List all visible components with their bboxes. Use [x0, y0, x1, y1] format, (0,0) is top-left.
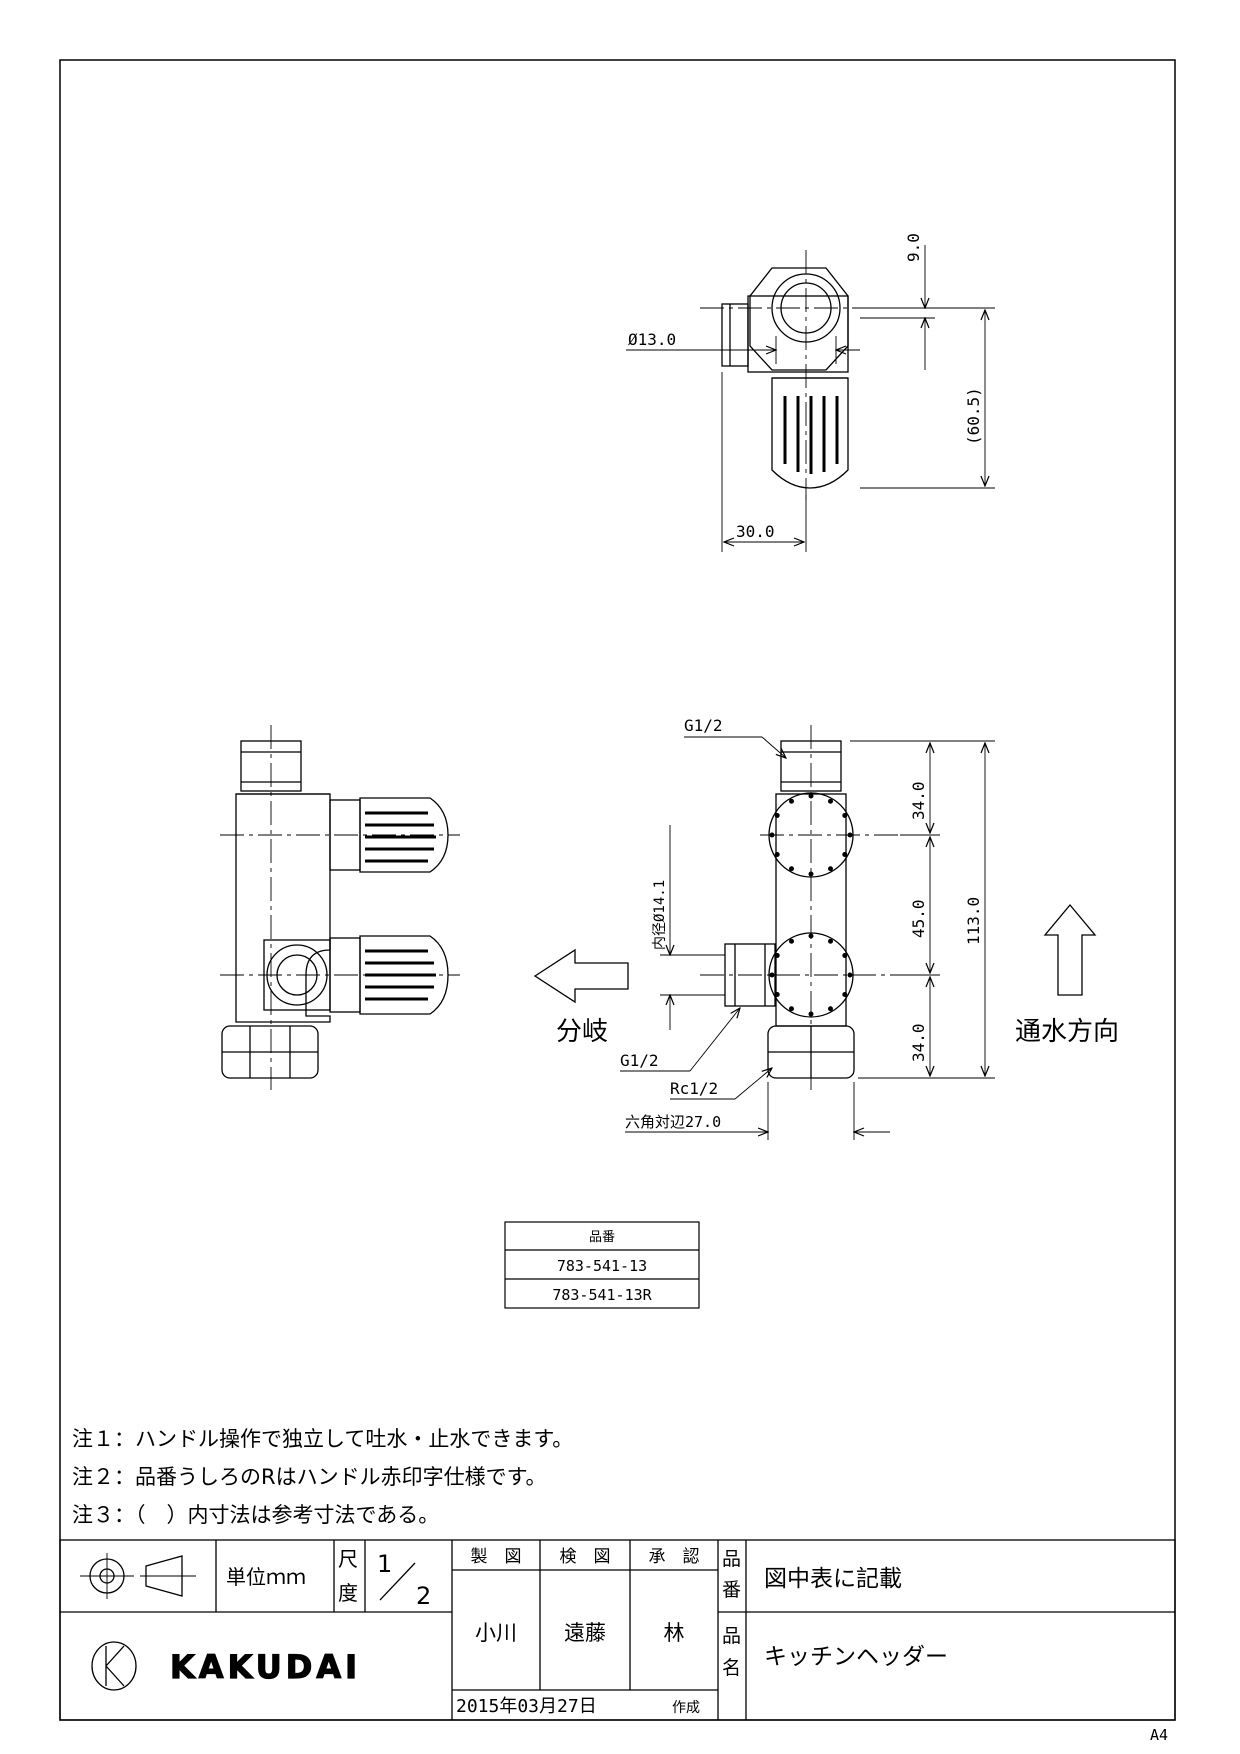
handle-dots-lower: [769, 933, 853, 1017]
created-date: 2015年03月27日: [456, 1696, 597, 1717]
approved-label: 承 認: [649, 1547, 700, 1567]
scale-denominator: 2: [416, 1582, 431, 1610]
part-number-label-2: 番: [722, 1579, 741, 1601]
handle-dot: [769, 832, 775, 838]
handle-dot: [828, 798, 833, 804]
handle-dot: [774, 852, 780, 857]
note-2: 注２：品番うしろのRはハンドル赤印字仕様です。: [72, 1465, 547, 1489]
thread-rc12: Rc1/2: [670, 1079, 718, 1098]
company-name: KAKUDAI: [170, 1648, 361, 1686]
dim-hex-27: 六角対辺27.0: [625, 1113, 721, 1131]
scale-label-1: 尺: [338, 1547, 358, 1571]
handle-dot: [847, 832, 853, 838]
note-3: 注３：（ ）内寸法は参考寸法である。: [72, 1503, 439, 1527]
handle-dot: [808, 871, 814, 877]
handle-dot: [842, 852, 848, 857]
flow-direction-arrow: [1043, 903, 1097, 996]
handle-dot: [842, 953, 848, 958]
handle-dot: [789, 866, 794, 872]
handle-dot: [808, 793, 814, 799]
handle-dot: [828, 866, 833, 872]
part-number-value: 図中表に記載: [764, 1566, 902, 1592]
handle-dot: [774, 953, 780, 958]
checked-by: 遠藤: [564, 1621, 606, 1645]
handle-dot: [774, 992, 780, 997]
part-number-table: [504, 1221, 700, 1309]
handle-dots-upper: [769, 793, 853, 877]
dim-34-top: 34.0: [909, 781, 928, 820]
scale-label-2: 度: [338, 1581, 358, 1605]
drawn-label: 製 図: [471, 1547, 522, 1567]
dim-45: 45.0: [909, 899, 928, 938]
product-name-label-1: 品: [722, 1625, 741, 1647]
part-table-row: 783-541-13R: [552, 1286, 652, 1304]
checked-label: 検 図: [560, 1547, 611, 1567]
handle-dot: [828, 1006, 833, 1012]
handle-dot: [774, 813, 780, 818]
handle-dot: [828, 938, 833, 944]
created-suffix: 作成: [672, 1700, 700, 1716]
handle-dot: [789, 1006, 794, 1012]
handle-dot: [842, 813, 848, 818]
handle-dot: [847, 972, 853, 978]
handle-dot: [808, 933, 814, 939]
product-name-value: キッチンヘッダー: [764, 1644, 948, 1670]
paper-size: A4: [1150, 1726, 1168, 1744]
dim-60-5: (60.5): [964, 387, 983, 445]
dim-34-bottom: 34.0: [909, 1023, 928, 1062]
dim-9: 9.0: [904, 233, 923, 262]
dim-113: 113.0: [964, 897, 983, 945]
branch-label: 分岐: [556, 1017, 608, 1047]
part-table-row: 783-541-13: [557, 1257, 647, 1275]
part-number-label-1: 品: [722, 1548, 741, 1570]
title-block: [59, 1539, 1176, 1721]
dim-diameter-13: Ø13.0: [628, 330, 676, 349]
company-logo-mark: [91, 1641, 137, 1691]
approved-by: 林: [664, 1621, 685, 1645]
dim-inner-diameter: 内径Ø14.1: [652, 880, 668, 950]
flow-direction-label: 通水方向: [1015, 1017, 1119, 1047]
dim-30: 30.0: [736, 522, 775, 541]
scale-numerator: 1: [377, 1550, 392, 1578]
side-view: [220, 725, 460, 1090]
product-name-label-2: 名: [722, 1657, 741, 1679]
branch-arrow: [533, 948, 629, 1004]
thread-g12-side: G1/2: [620, 1051, 659, 1070]
handle-dot: [789, 798, 794, 804]
top-view: [626, 245, 995, 552]
note-1: 注１：ハンドル操作で独立して吐水・止水できます。: [72, 1427, 573, 1451]
unit-label: 単位ｍｍ: [226, 1565, 306, 1589]
handle-dot: [789, 938, 794, 944]
front-view: [620, 725, 995, 1140]
handle-dot: [842, 992, 848, 997]
thread-g12-top: G1/2: [684, 716, 723, 735]
part-table-header: 品番: [589, 1230, 615, 1245]
drawn-by: 小川: [475, 1621, 517, 1645]
handle-dot: [769, 972, 775, 978]
handle-dot: [808, 1011, 814, 1017]
